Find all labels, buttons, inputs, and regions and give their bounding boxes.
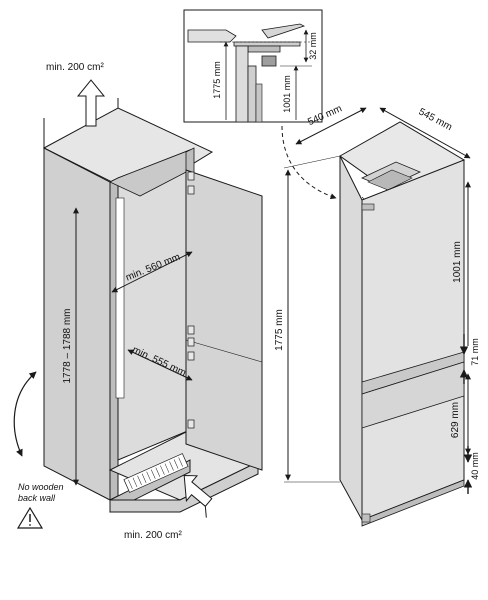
rear-curve-arrow [13, 371, 37, 457]
cabinet-plinth-front [109, 461, 259, 513]
appliance-group [339, 121, 466, 527]
bottom-gap-dimension: 40 mm [463, 446, 480, 494]
airflow-arrow-in-icon [183, 474, 213, 518]
warning-line-1: No wooden [18, 482, 64, 492]
detail-connector [281, 125, 337, 200]
appliance-front [361, 159, 465, 521]
gap-71-label: 71 mm [470, 338, 480, 366]
plinth-vent [123, 453, 189, 493]
detail-1775-label: 1775 mm [212, 61, 222, 99]
niche-height-dimension: 1778 – 1788 mm [62, 207, 79, 486]
warning-line-2: back wall [18, 493, 56, 503]
detail-inset: 1775 mm 1001 mm 32 mm [183, 9, 323, 123]
lower-door-dimension: 629 mm [450, 373, 471, 455]
cabinet-left-panel [43, 147, 111, 501]
depth-545-label: 545 mm [417, 106, 454, 133]
vent-bottom-label: min. 200 cm² [124, 530, 182, 541]
niche-height-label: 1778 – 1788 mm [62, 308, 73, 383]
cabinet-door [185, 169, 263, 471]
detail-1001-label: 1001 mm [282, 75, 292, 113]
lower-door-label: 629 mm [450, 402, 461, 438]
airflow-arrow-up-icon [76, 79, 106, 127]
gap-dimension: 71 mm [459, 334, 480, 384]
bottom-40-label: 40 mm [470, 452, 480, 480]
cabinet-back [117, 149, 191, 461]
warning-triangle-icon [16, 506, 44, 529]
vent-top-label: min. 200 cm² [46, 62, 104, 73]
upper-door-dimension: 1001 mm [452, 181, 471, 346]
detail-32-label: 32 mm [308, 32, 318, 60]
niche-slot [115, 197, 125, 399]
cabinet-group [42, 98, 263, 513]
total-height-dimension: 1775 mm [274, 155, 341, 483]
upper-door-label: 1001 mm [452, 241, 463, 283]
total-height-label: 1775 mm [274, 309, 285, 351]
appliance-side [339, 155, 363, 521]
